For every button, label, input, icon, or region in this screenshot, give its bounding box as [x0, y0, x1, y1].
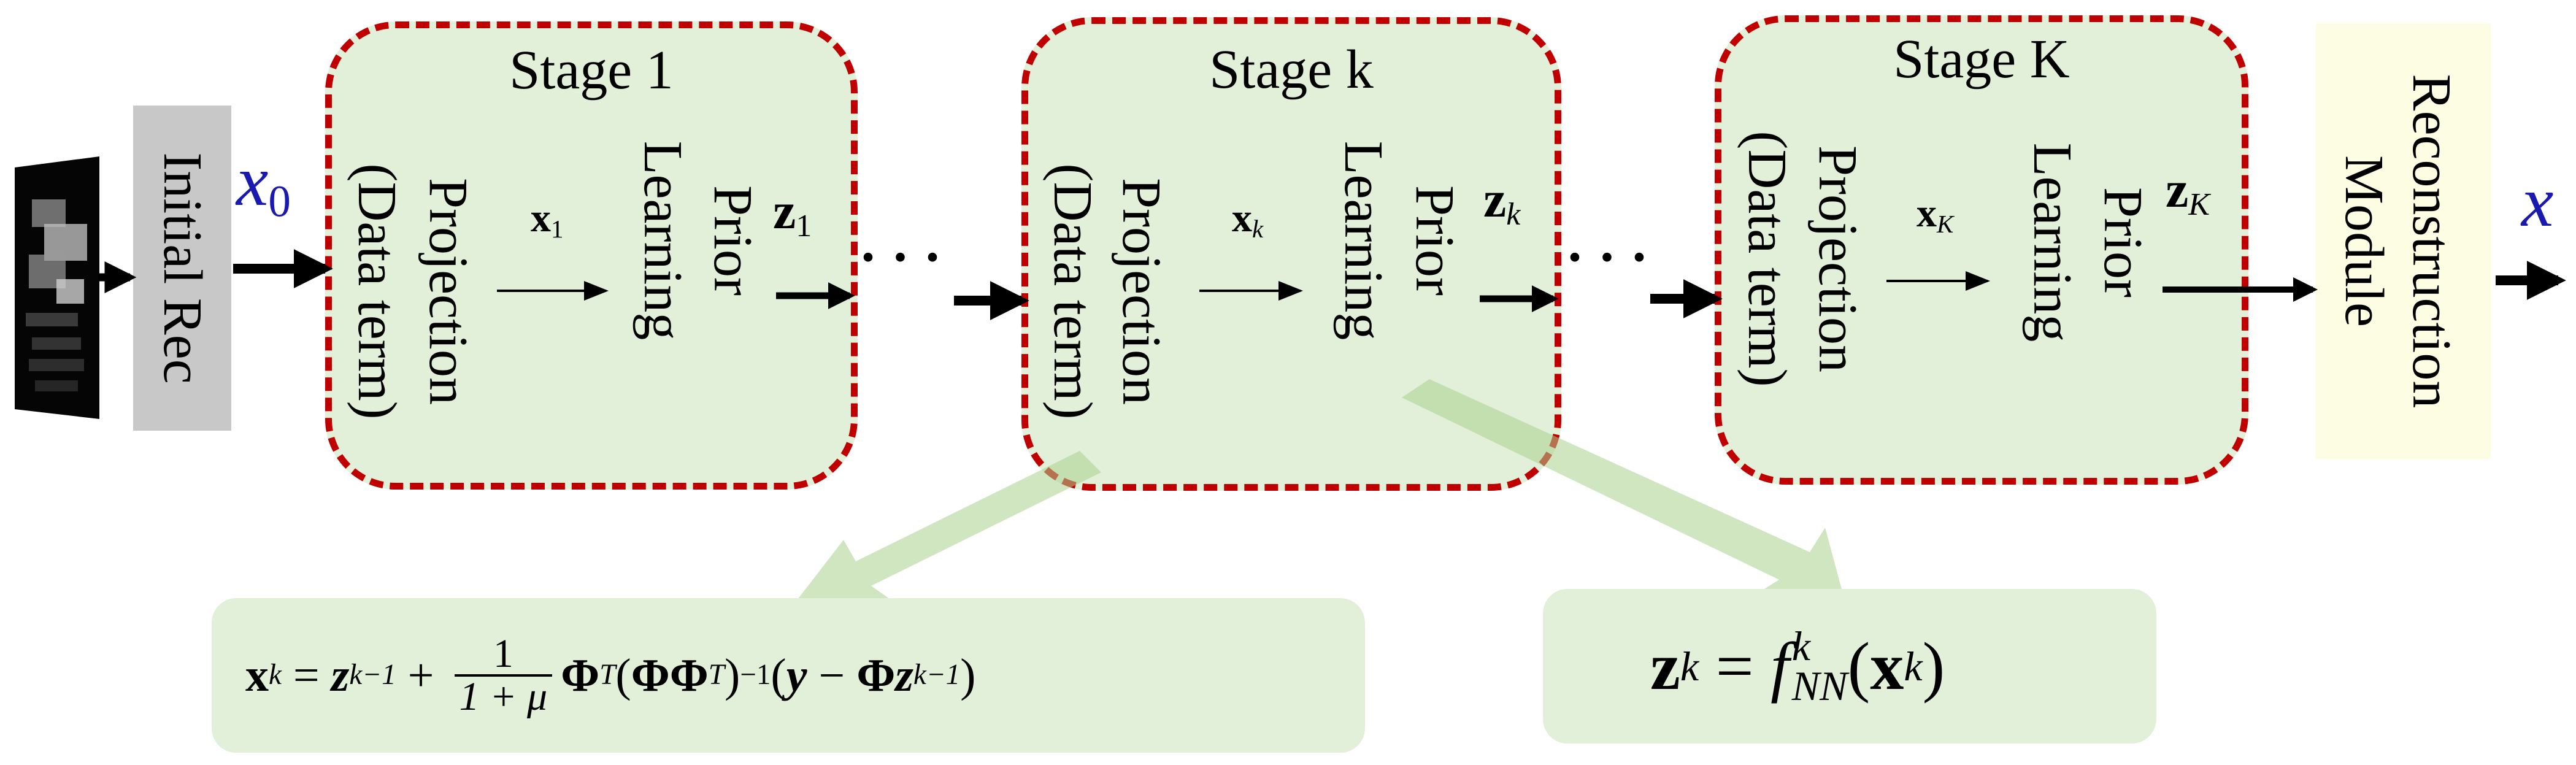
stage-1-x-label: x1	[531, 196, 564, 244]
output-x-label: x	[2521, 161, 2554, 242]
stage-1-title: Stage 1	[509, 40, 674, 101]
callout-arrow-projection	[791, 451, 1101, 607]
stage-1-z-label: z1	[773, 183, 812, 244]
input-image	[7, 156, 99, 419]
stage-K-x-label: xK	[1917, 191, 1954, 239]
input-image-graphic	[15, 156, 99, 419]
f-scripts: k NN	[1791, 623, 1848, 709]
callout-arrow-prior	[1402, 379, 1847, 607]
ellipsis-1: · · ·	[859, 227, 942, 288]
callout-arrows	[791, 379, 1847, 607]
fraction: 1 1 + μ	[454, 634, 553, 717]
stage-K-z-label: zK	[2166, 161, 2210, 223]
ellipsis-2: · · ·	[1566, 227, 1649, 288]
stage-k-x-label: xk	[1232, 196, 1264, 244]
x0-label: x0	[236, 140, 291, 226]
stage-K-title: Stage K	[1893, 29, 2070, 90]
stage-k-title: Stage k	[1209, 39, 1374, 100]
stage-K-block: Stage K	[1715, 15, 2248, 485]
reconstruction-module-block: Reconstruction Module	[2316, 23, 2491, 459]
initial-rec-block: Initial Rec	[133, 106, 231, 431]
stage-k-z-label: zk	[1483, 171, 1521, 233]
